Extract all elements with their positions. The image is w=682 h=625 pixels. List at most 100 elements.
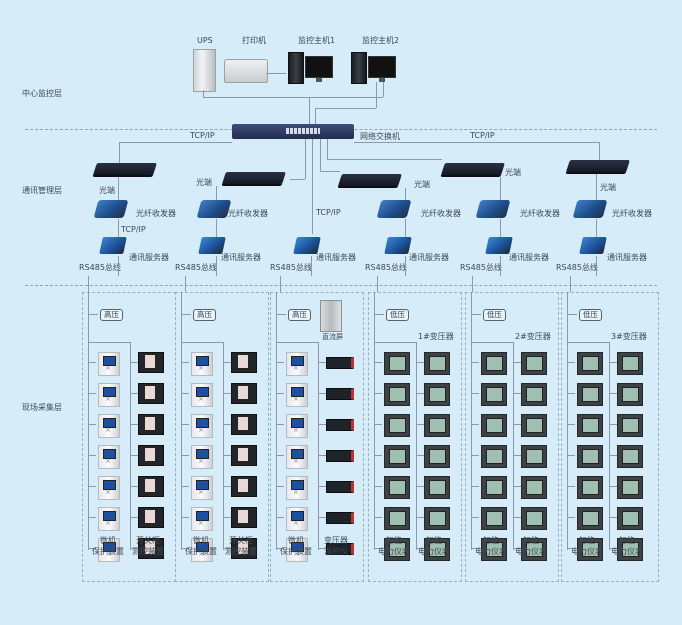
right-branch-h bbox=[471, 342, 513, 343]
fiber-transceiver-label: 光纤收发器 bbox=[520, 209, 560, 218]
fiber-to-server-link bbox=[216, 219, 217, 237]
right-device-link bbox=[130, 548, 138, 549]
switchgear-controller-icon bbox=[231, 507, 257, 528]
right-device-link bbox=[416, 486, 424, 487]
right-device-bus bbox=[130, 342, 131, 550]
temperature-controller-icon bbox=[326, 481, 354, 493]
trunk-right-drop bbox=[599, 142, 600, 162]
fiber-transceiver-icon bbox=[475, 200, 511, 218]
left-device-link bbox=[181, 424, 189, 425]
field-group-box bbox=[270, 292, 364, 582]
left-device-caption-1: 微机 bbox=[288, 536, 304, 545]
trunk-right bbox=[354, 142, 600, 143]
left-device-caption-2: 保护装置 bbox=[185, 547, 217, 556]
voltage-tag-link bbox=[276, 314, 286, 315]
power-meter-icon bbox=[384, 352, 410, 375]
right-device-link bbox=[609, 362, 617, 363]
drop-col4 bbox=[320, 139, 321, 171]
rs485-bus-label: RS485总线 bbox=[556, 263, 598, 272]
power-meter-icon bbox=[481, 507, 507, 530]
power-meter-icon bbox=[577, 445, 603, 468]
power-meter-icon bbox=[617, 383, 643, 406]
tcpip-col1-label: TCP/IP bbox=[121, 225, 146, 234]
right-device-link bbox=[318, 393, 326, 394]
left-device-caption-2: 保护装置 bbox=[280, 547, 312, 556]
layer-divider-2 bbox=[25, 285, 657, 286]
left-device-link bbox=[88, 548, 96, 549]
power-meter-icon bbox=[577, 383, 603, 406]
comm-server-icon bbox=[198, 237, 226, 254]
fiber-transceiver-label: 光纤收发器 bbox=[228, 209, 268, 218]
right-device-caption-1: 智能 bbox=[619, 536, 635, 545]
left-device-link bbox=[88, 393, 96, 394]
fiber-to-server-link bbox=[500, 219, 501, 237]
voltage-tag-link bbox=[374, 314, 384, 315]
host2-to-switch bbox=[315, 108, 376, 109]
switchgear-controller-icon bbox=[231, 538, 257, 559]
host1-monitor-icon bbox=[305, 56, 333, 82]
trunk-left-drop bbox=[119, 142, 120, 164]
dc-panel-label: 直流屏 bbox=[322, 333, 343, 341]
voltage-tag-link bbox=[88, 314, 98, 315]
left-device-caption-1: 微机 bbox=[100, 536, 116, 545]
left-device-link bbox=[471, 455, 479, 456]
left-device-link bbox=[567, 393, 575, 394]
protection-relay-icon bbox=[191, 476, 213, 500]
comm-server-icon bbox=[293, 237, 321, 254]
right-device-caption-2: 电力仪表 bbox=[611, 547, 643, 556]
power-meter-icon bbox=[617, 476, 643, 499]
right-device-caption-1: 智能 bbox=[523, 536, 539, 545]
protection-relay-icon bbox=[191, 414, 213, 438]
comm-server-label: 通讯服务器 bbox=[129, 253, 169, 262]
power-meter-icon bbox=[617, 507, 643, 530]
tcpip-mid-label: TCP/IP bbox=[316, 208, 341, 217]
right-device-link bbox=[223, 486, 231, 487]
left-device-link bbox=[276, 486, 284, 487]
left-device-link bbox=[471, 393, 479, 394]
left-device-caption-1: 智能 bbox=[386, 536, 402, 545]
field-group-box bbox=[465, 292, 559, 582]
switchgear-controller-icon bbox=[138, 414, 164, 435]
right-device-link bbox=[513, 393, 521, 394]
right-device-caption-2: 电力仪表 bbox=[515, 547, 547, 556]
left-device-link bbox=[181, 517, 189, 518]
right-branch-h bbox=[276, 342, 318, 343]
left-device-link bbox=[567, 486, 575, 487]
right-device-link bbox=[609, 393, 617, 394]
protection-relay-icon bbox=[286, 414, 308, 438]
optical-terminal-icon bbox=[338, 174, 402, 186]
power-meter-icon bbox=[424, 445, 450, 468]
right-device-link bbox=[130, 517, 138, 518]
left-device-bus bbox=[181, 292, 182, 550]
left-device-caption-1: 微机 bbox=[193, 536, 209, 545]
layer-label-field: 现场采集层 bbox=[22, 403, 62, 412]
power-meter-icon bbox=[481, 414, 507, 437]
host2-tower-icon bbox=[351, 52, 367, 84]
comm-server-label: 通讯服务器 bbox=[607, 253, 647, 262]
rs485-bus-label: RS485总线 bbox=[460, 263, 502, 272]
comm-server-icon bbox=[485, 237, 513, 254]
right-device-bus bbox=[416, 342, 417, 550]
switchgear-controller-icon bbox=[138, 352, 164, 373]
drop-col5 bbox=[327, 139, 328, 159]
right-device-link bbox=[609, 548, 617, 549]
right-device-link bbox=[318, 517, 326, 518]
temperature-controller-icon bbox=[326, 388, 354, 400]
left-device-link bbox=[471, 486, 479, 487]
rs485-bus-line bbox=[405, 256, 406, 276]
protection-relay-icon bbox=[191, 352, 213, 376]
left-device-link bbox=[374, 517, 382, 518]
power-meter-icon bbox=[384, 538, 410, 561]
left-device-link bbox=[181, 362, 189, 363]
rs485-bus-line bbox=[311, 256, 312, 276]
temperature-controller-icon bbox=[326, 512, 354, 524]
right-device-link bbox=[130, 455, 138, 456]
power-meter-icon bbox=[384, 507, 410, 530]
power-meter-icon bbox=[577, 507, 603, 530]
power-meter-icon bbox=[577, 476, 603, 499]
optical-terminal-label: 光端 bbox=[600, 183, 616, 192]
left-device-link bbox=[471, 517, 479, 518]
optical-terminal-icon bbox=[222, 172, 286, 184]
protection-relay-icon bbox=[191, 445, 213, 469]
